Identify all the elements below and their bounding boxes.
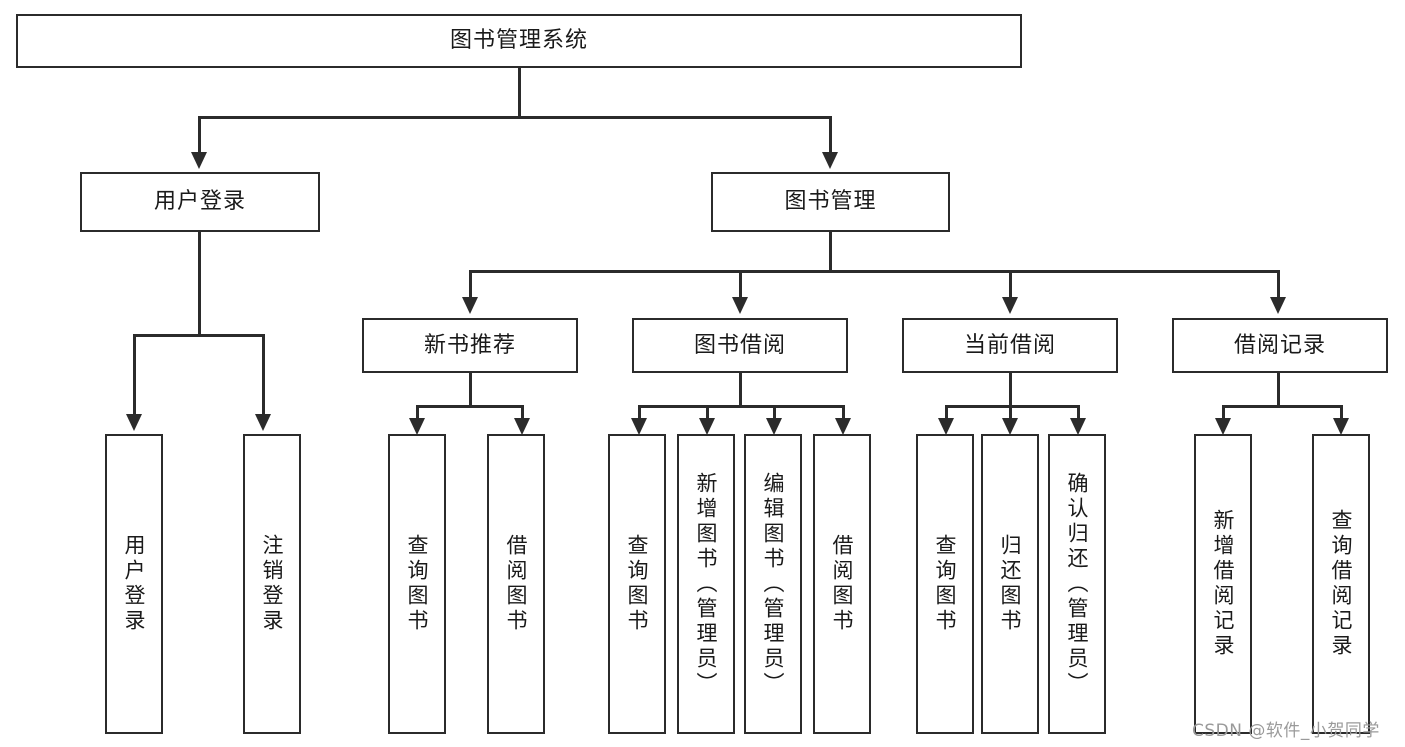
leaf-bb-query-book[interactable]: 查询图书	[608, 434, 666, 734]
node-label: 借阅记录	[1233, 332, 1326, 358]
connector-book-manage-stem	[829, 232, 832, 272]
arrowhead-nb-borrow-book	[514, 418, 530, 435]
leaf-bb-borrow-book[interactable]: 借阅图书	[813, 434, 871, 734]
connector-book-borrow-stem	[739, 373, 742, 407]
arrowhead-br-add-record	[1215, 418, 1231, 435]
arrowhead-bb-add-book	[699, 418, 715, 435]
node-label: 新书推荐	[423, 332, 516, 358]
connector-level1-drop-book-manage	[829, 116, 832, 156]
node-label: 查询图书	[405, 534, 430, 634]
node-borrow-record[interactable]: 借阅记录	[1172, 318, 1388, 373]
connector-user-login-drop-1	[133, 334, 136, 418]
arrowhead-user-login	[191, 152, 207, 169]
connector-br-drop-2	[1340, 405, 1343, 421]
arrowhead-borrow-record	[1270, 297, 1286, 314]
arrowhead-br-query-record	[1333, 418, 1349, 435]
connector-bb-drop-3	[773, 405, 776, 421]
arrowhead-current-borrow	[1002, 297, 1018, 314]
connector-level2-drop-3	[1009, 270, 1012, 300]
arrowhead-book-borrow	[732, 297, 748, 314]
leaf-cb-return-book[interactable]: 归还图书	[981, 434, 1039, 734]
connector-borrow-record-bus	[1222, 405, 1342, 408]
connector-bb-drop-4	[842, 405, 845, 421]
connector-cb-drop-1	[945, 405, 948, 421]
node-label: 图书管理系统	[449, 28, 588, 54]
arrowhead-bb-edit-book	[766, 418, 782, 435]
leaf-br-add-record[interactable]: 新增借阅记录	[1194, 434, 1252, 734]
node-book-borrow[interactable]: 图书借阅	[632, 318, 848, 373]
node-label: 用户登录	[153, 189, 246, 215]
connector-user-login-bus	[133, 334, 264, 337]
node-label: 新增图书（管理员）	[694, 471, 719, 697]
node-current-borrow[interactable]: 当前借阅	[902, 318, 1118, 373]
connector-level2-drop-4	[1277, 270, 1280, 300]
arrowhead-new-book	[462, 297, 478, 314]
connector-bb-drop-2	[706, 405, 709, 421]
connector-book-borrow-bus	[638, 405, 844, 408]
arrowhead-leaf-logout	[255, 414, 271, 431]
node-book-management[interactable]: 图书管理	[711, 172, 950, 232]
connector-cb-drop-3	[1077, 405, 1080, 421]
arrowhead-bb-borrow-book	[835, 418, 851, 435]
arrowhead-nb-query-book	[409, 418, 425, 435]
arrowhead-cb-confirm-return	[1070, 418, 1086, 435]
node-label: 确认归还（管理员）	[1065, 471, 1090, 697]
leaf-br-query-record[interactable]: 查询借阅记录	[1312, 434, 1370, 734]
connector-level1-drop-user-login	[198, 116, 201, 156]
connector-bb-drop-1	[638, 405, 641, 421]
connector-level2-drop-2	[739, 270, 742, 300]
connector-new-book-bus	[416, 405, 524, 408]
arrowhead-bb-query-book	[631, 418, 647, 435]
leaf-cb-query-book[interactable]: 查询图书	[916, 434, 974, 734]
connector-br-drop-1	[1222, 405, 1225, 421]
node-label: 图书管理	[784, 189, 877, 215]
connector-current-borrow-bus	[945, 405, 1079, 408]
node-label: 查询图书	[625, 534, 650, 634]
connector-root-stem	[518, 68, 521, 118]
node-label: 归还图书	[998, 534, 1023, 634]
leaf-cb-confirm-return[interactable]: 确认归还（管理员）	[1048, 434, 1106, 734]
leaf-bb-add-book[interactable]: 新增图书（管理员）	[677, 434, 735, 734]
node-label: 查询图书	[933, 534, 958, 634]
node-user-login[interactable]: 用户登录	[80, 172, 320, 232]
arrowhead-book-manage	[822, 152, 838, 169]
node-label: 查询借阅记录	[1329, 509, 1354, 659]
connector-level2-bus	[469, 270, 1278, 273]
leaf-logout[interactable]: 注销登录	[243, 434, 301, 734]
connector-new-book-drop-1	[416, 405, 419, 421]
leaf-nb-query-book[interactable]: 查询图书	[388, 434, 446, 734]
connector-new-book-drop-2	[521, 405, 524, 421]
node-label: 借阅图书	[504, 534, 529, 634]
leaf-user-login[interactable]: 用户登录	[105, 434, 163, 734]
leaf-nb-borrow-book[interactable]: 借阅图书	[487, 434, 545, 734]
node-label: 新增借阅记录	[1211, 509, 1236, 659]
csdn-watermark: CSDN @软件_小贺同学	[1192, 721, 1380, 741]
connector-user-login-drop-2	[262, 334, 265, 418]
connector-cb-drop-2	[1009, 405, 1012, 421]
connector-borrow-record-stem	[1277, 373, 1280, 407]
connector-new-book-stem	[469, 373, 472, 407]
node-label: 借阅图书	[830, 534, 855, 634]
arrowhead-cb-query-book	[938, 418, 954, 435]
node-label: 图书借阅	[693, 332, 786, 358]
node-root-library-system[interactable]: 图书管理系统	[16, 14, 1022, 68]
leaf-bb-edit-book[interactable]: 编辑图书（管理员）	[744, 434, 802, 734]
node-label: 当前借阅	[963, 332, 1056, 358]
node-new-book-recommend[interactable]: 新书推荐	[362, 318, 578, 373]
connector-current-borrow-stem	[1009, 373, 1012, 407]
connector-level2-drop-1	[469, 270, 472, 300]
connector-user-login-stem	[198, 232, 201, 336]
arrowhead-cb-return-book	[1002, 418, 1018, 435]
arrowhead-leaf-user-login	[126, 414, 142, 431]
node-label: 注销登录	[260, 534, 285, 634]
node-label: 编辑图书（管理员）	[761, 471, 786, 697]
node-label: 用户登录	[122, 534, 147, 634]
connector-level1-bus	[198, 116, 831, 119]
